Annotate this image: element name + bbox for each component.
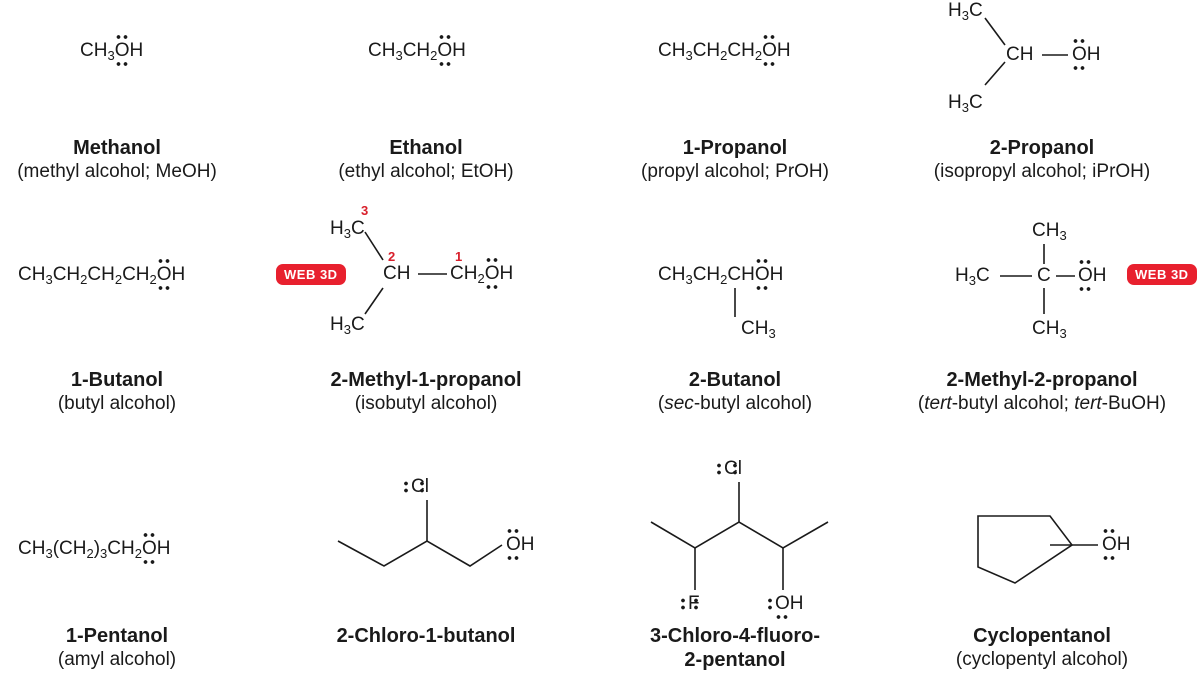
3c4f2p-oh: OH bbox=[775, 593, 804, 614]
web3d-badge-right[interactable]: WEB 3D bbox=[1127, 264, 1197, 285]
2m2p-ch3-top: CH3 bbox=[1032, 220, 1067, 243]
caption-2-methyl-1-propanol: 2-Methyl-1-propanol(isobutyl alcohol) bbox=[330, 369, 522, 414]
caption-2-propanol: 2-Propanol(isopropyl alcohol; iPrOH) bbox=[933, 137, 1151, 182]
2-propanol-h3c-top: H3C bbox=[948, 0, 983, 23]
2c1b-cl: Cl bbox=[411, 476, 429, 497]
3c4f2p-cl: Cl bbox=[724, 458, 742, 479]
caption-1-butanol: 1-Butanol(butyl alcohol) bbox=[57, 369, 177, 414]
caption-2-butanol: 2-Butanol (sec-butyl alcohol) bbox=[657, 369, 813, 414]
2-propanol-oh: OH bbox=[1072, 44, 1101, 65]
3c4f2p-f: F bbox=[688, 593, 700, 614]
caption-methanol: Methanol(methyl alcohol; MeOH) bbox=[17, 137, 217, 182]
caption-ethanol: Ethanol(ethyl alcohol; EtOH) bbox=[338, 137, 514, 182]
1-propanol-formula: CH3CH2CH2OH bbox=[658, 40, 791, 63]
carbon-number-1: 1 bbox=[455, 249, 463, 264]
2m1p-ch: CH bbox=[383, 263, 411, 284]
caption-2-methyl-2-propanol: 2-Methyl-2-propanol (tert-butyl alcohol;… bbox=[917, 369, 1167, 414]
2m1p-h3c-bottom: H3C bbox=[330, 314, 365, 337]
2m2p-h3c: H3C bbox=[955, 265, 990, 288]
caption-1-pentanol: 1-Pentanol(amyl alcohol) bbox=[57, 625, 177, 670]
methanol-formula: CH3OH bbox=[80, 40, 144, 63]
2m2p-c: C bbox=[1037, 265, 1051, 286]
1-pentanol-formula: CH3(CH2)3CH2OH bbox=[18, 538, 171, 561]
2m1p-h3c-top: H3C bbox=[330, 218, 365, 241]
2m2p-oh: OH bbox=[1078, 265, 1107, 286]
1-butanol-formula: CH3CH2CH2CH2OH bbox=[18, 264, 186, 287]
2c1b-oh: OH bbox=[506, 534, 535, 555]
2m2p-ch3-bottom: CH3 bbox=[1032, 318, 1067, 341]
2-butanol-ch3: CH3 bbox=[741, 318, 776, 341]
cyclopentanol-oh: OH bbox=[1102, 534, 1131, 555]
caption-cyclopentanol: Cyclopentanol(cyclopentyl alcohol) bbox=[955, 625, 1129, 670]
ethanol-formula: CH3CH2OH bbox=[368, 40, 466, 63]
caption-3-chloro-4-fluoro-2-pentanol: 3-Chloro-4-fluoro-2-pentanol bbox=[650, 625, 820, 671]
web3d-badge[interactable]: WEB 3D bbox=[276, 264, 346, 285]
carbon-number-2: 2 bbox=[388, 249, 396, 264]
carbon-number-3: 3 bbox=[361, 203, 369, 218]
2m1p-ch2oh: CH2OH bbox=[450, 263, 514, 286]
caption-1-propanol: 1-Propanol(propyl alcohol; PrOH) bbox=[641, 137, 829, 182]
2-propanol-ch: CH bbox=[1006, 44, 1034, 65]
2-propanol-h3c-bottom: H3C bbox=[948, 92, 983, 115]
caption-2-chloro-1-butanol: 2-Chloro-1-butanol bbox=[336, 625, 516, 647]
2-butanol-formula: CH3CH2CHOH bbox=[658, 264, 784, 287]
